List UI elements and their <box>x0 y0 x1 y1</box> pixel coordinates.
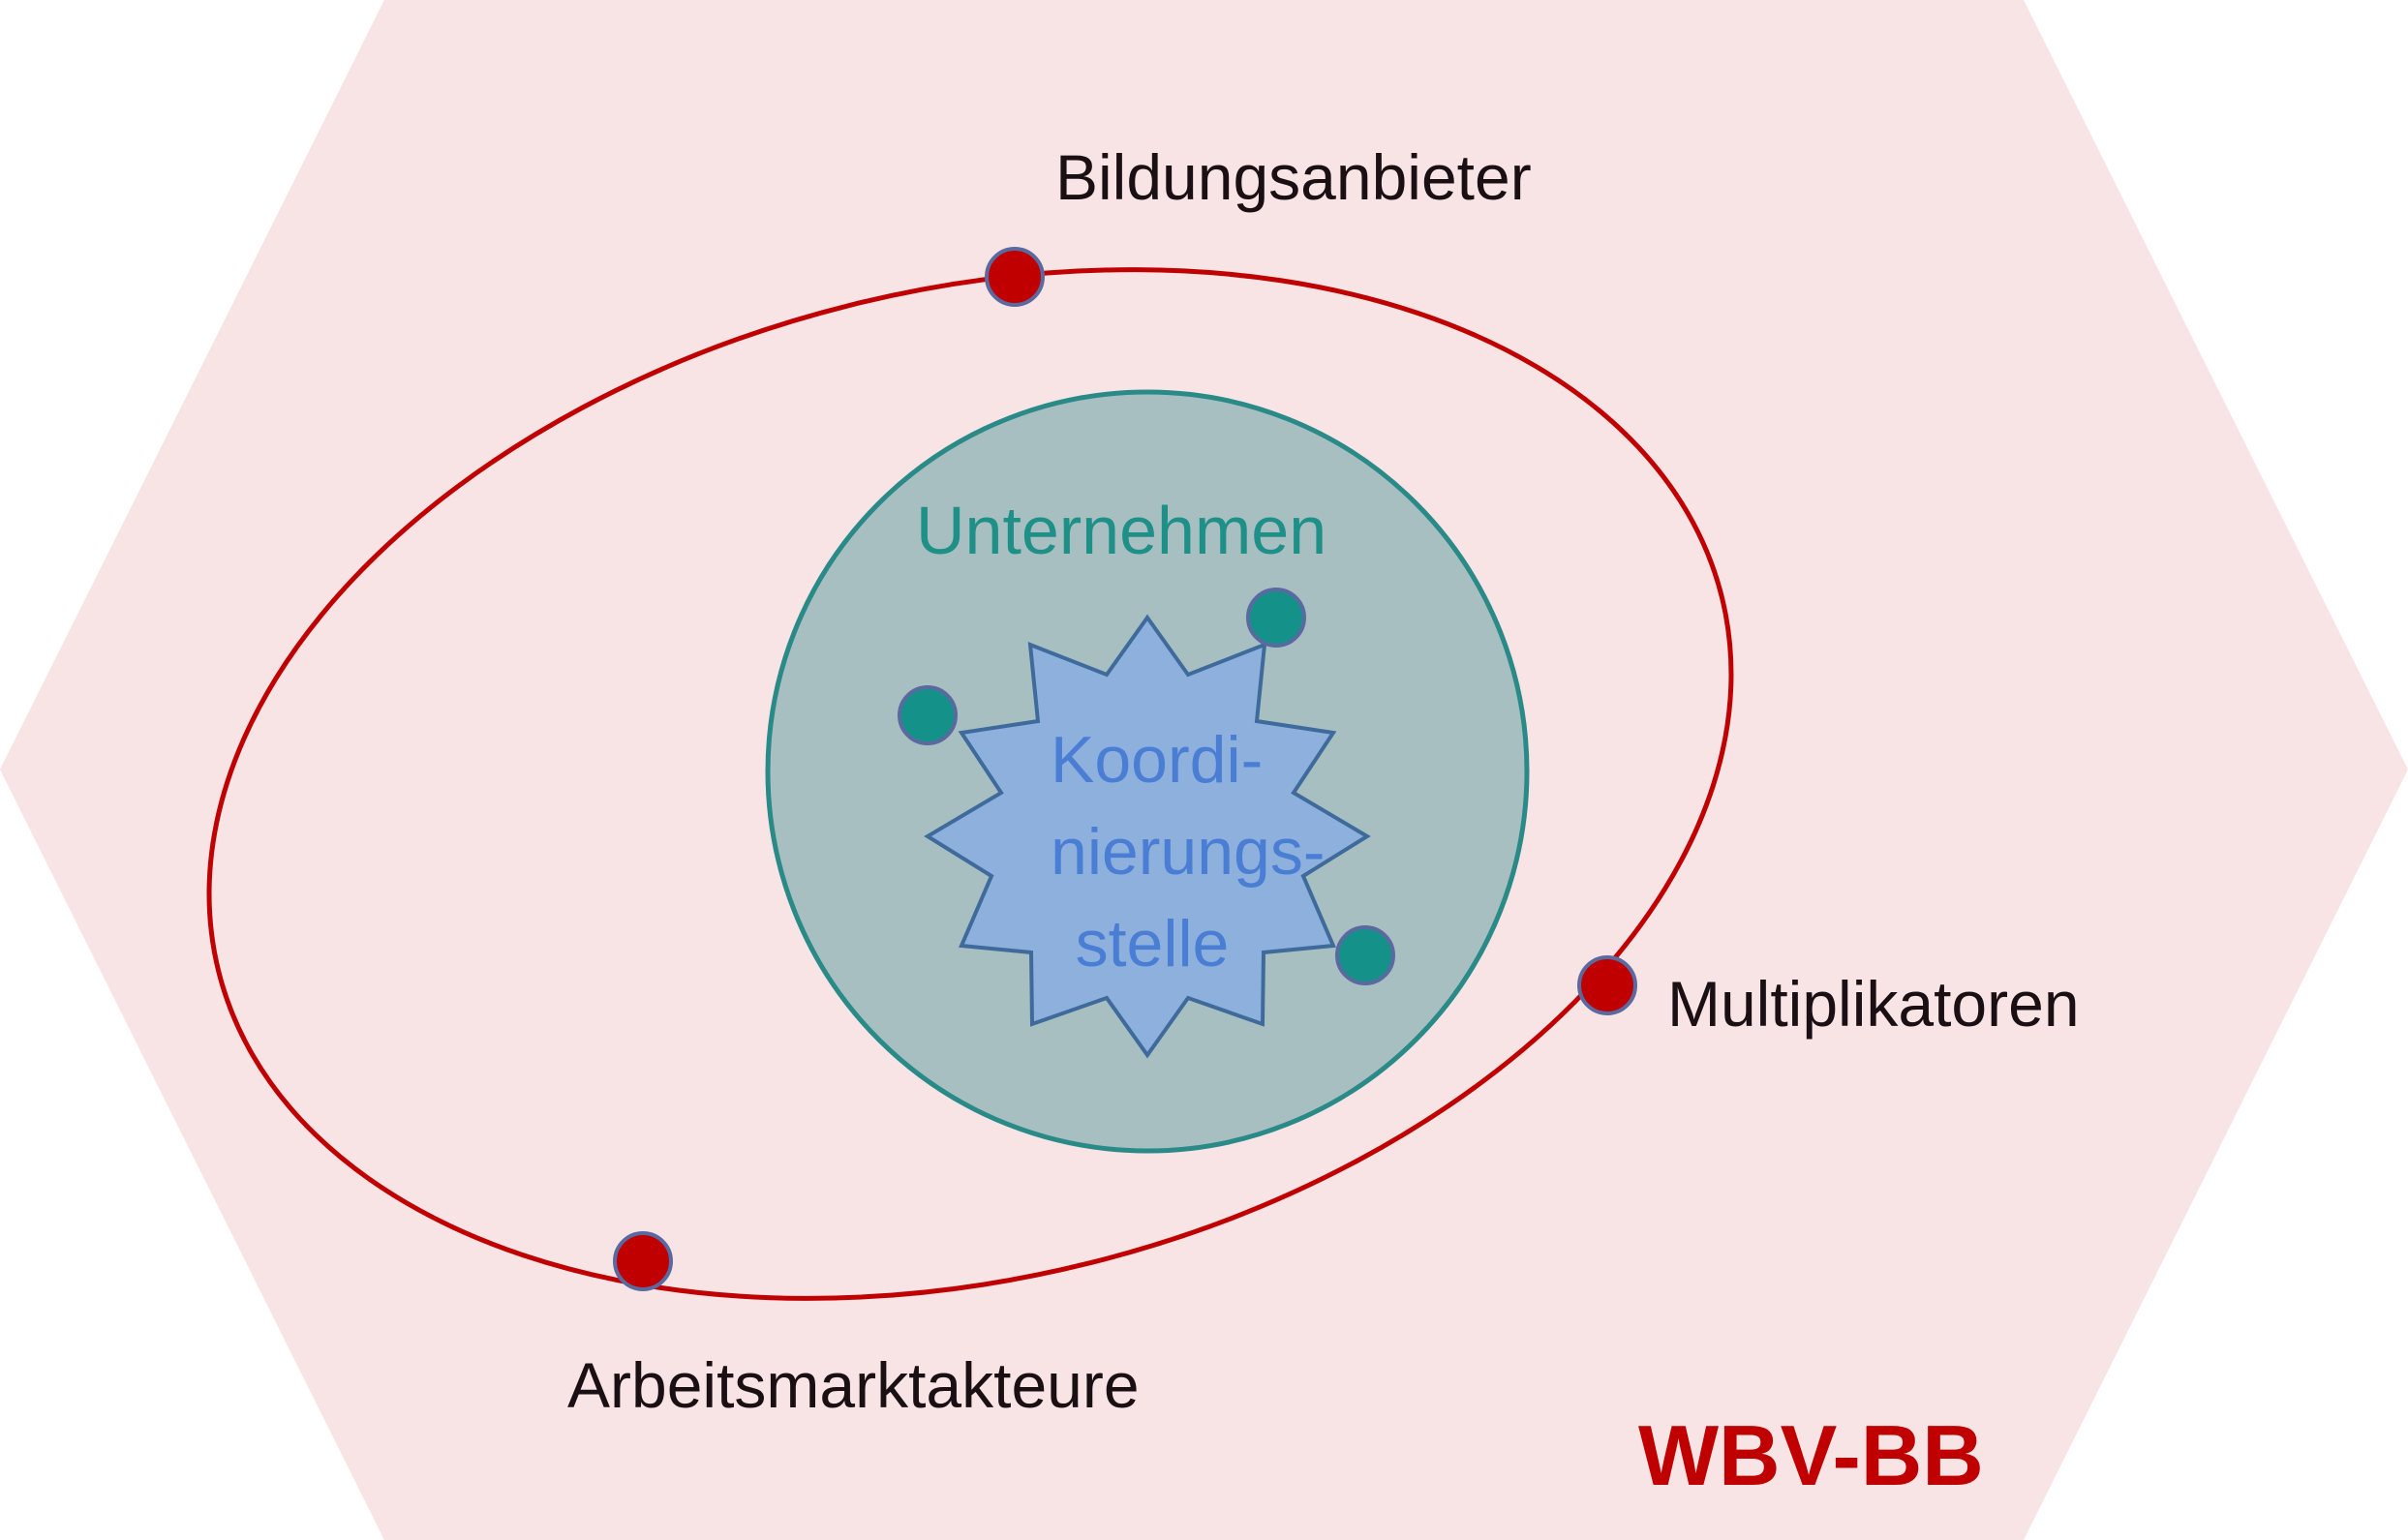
node-multiplikatoren <box>1577 955 1637 1015</box>
unternehmen-node-left <box>898 685 958 745</box>
brand-label: WBV-BB <box>1638 1407 1984 1503</box>
koordinierungsstelle-star <box>924 614 1371 1059</box>
node-bildungsanbieter <box>985 247 1045 307</box>
label-arbeitsmarktakteure: Arbeitsmarktakteure <box>567 1349 1140 1421</box>
label-koordinierungsstelle: Koordi- nierungs- stelle <box>1051 714 1326 990</box>
unternehmen-node-top <box>1246 588 1306 648</box>
label-bildungsanbieter: Bildungsanbieter <box>1055 141 1532 213</box>
label-multiplikatoren: Multiplikatoren <box>1667 968 2080 1040</box>
koordinierungsstelle-line-2: nierungs- <box>1051 815 1326 889</box>
outer-orbit <box>206 267 1734 1301</box>
label-unternehmen: Unternehmen <box>916 493 1327 568</box>
unternehmen-node-right <box>1335 925 1395 985</box>
koordinierungsstelle-line-1: Koordi- <box>1051 723 1264 797</box>
koordinierungsstelle-line-3: stelle <box>1075 907 1230 981</box>
node-arbeitsmarktakteure <box>613 1231 673 1291</box>
